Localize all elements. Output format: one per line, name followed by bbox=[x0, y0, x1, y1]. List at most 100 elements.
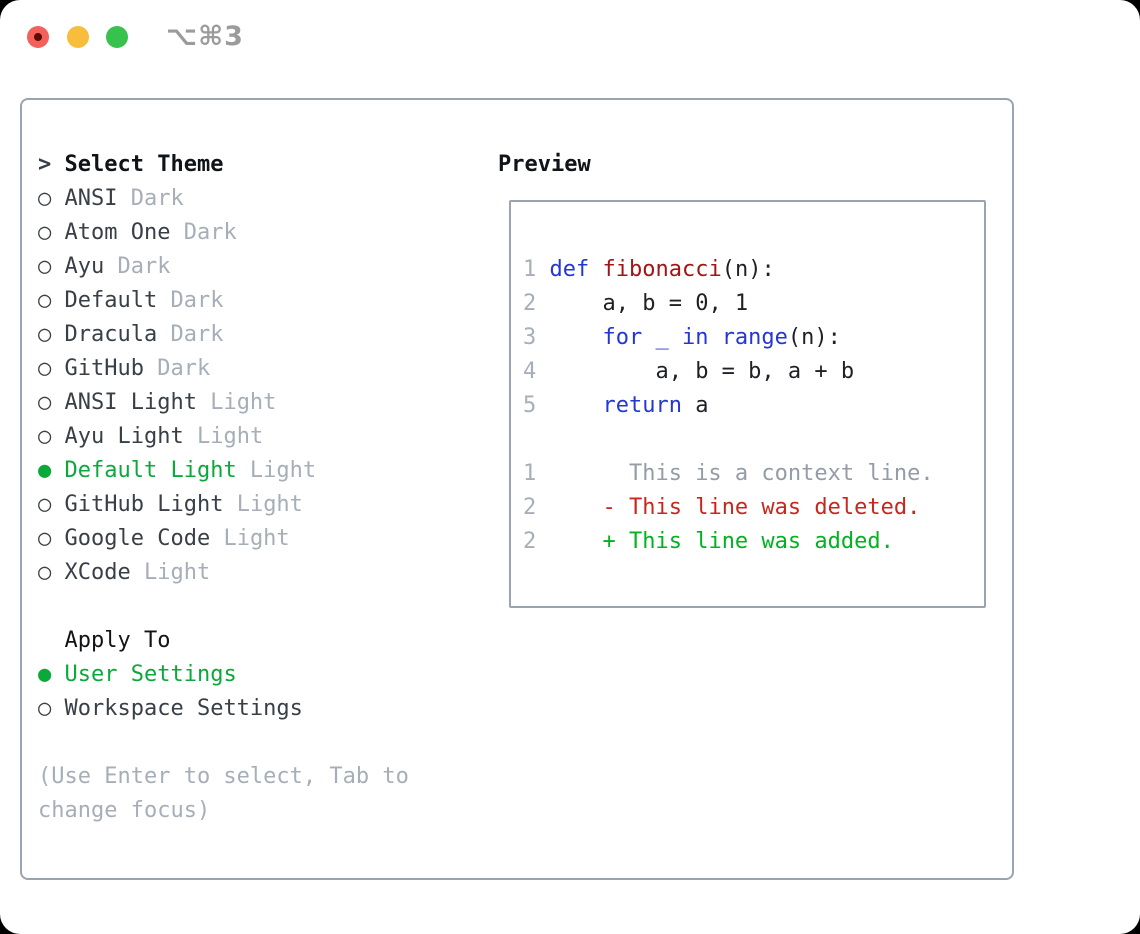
theme-variant-label: Light bbox=[183, 424, 264, 449]
spacer-row bbox=[38, 590, 409, 624]
theme-variant-label: Dark bbox=[117, 186, 184, 211]
theme-variant-label: Dark bbox=[104, 254, 171, 279]
radio-unselected-icon: ○ bbox=[38, 526, 65, 551]
apply-to-option[interactable]: ● User Settings bbox=[38, 658, 409, 692]
code-token bbox=[536, 529, 602, 554]
radio-unselected-icon: ○ bbox=[38, 254, 65, 279]
apply-option-label: Workspace Settings bbox=[64, 696, 303, 721]
theme-list-title: Select Theme bbox=[64, 152, 224, 177]
code-token: 2 bbox=[523, 291, 550, 316]
code-token: a, b = 0, 1 bbox=[549, 291, 749, 316]
minimize-button[interactable] bbox=[67, 26, 89, 48]
theme-option[interactable]: ○ Ayu Light Light bbox=[38, 420, 409, 454]
radio-selected-icon: ● bbox=[38, 662, 65, 687]
code-line: 1 def fibonacci(n): bbox=[523, 253, 984, 287]
apply-to-option[interactable]: ○ Workspace Settings bbox=[38, 692, 409, 726]
radio-unselected-icon: ○ bbox=[38, 322, 65, 347]
radio-unselected-icon: ○ bbox=[38, 492, 65, 517]
radio-unselected-icon: ○ bbox=[38, 560, 65, 585]
theme-list-header: > Select Theme bbox=[38, 148, 409, 182]
theme-list: > Select Theme ○ ANSI Dark○ Atom One Dar… bbox=[38, 148, 409, 828]
theme-option[interactable]: ● Default Light Light bbox=[38, 454, 409, 488]
focus-caret-icon: > bbox=[38, 152, 52, 177]
theme-option[interactable]: ○ Default Dark bbox=[38, 284, 409, 318]
theme-name: Ayu bbox=[64, 254, 105, 279]
code-line: 2 - This line was deleted. bbox=[523, 491, 984, 525]
code-line: 2 + This line was added. bbox=[523, 525, 984, 559]
theme-variant-label: Dark bbox=[157, 288, 224, 313]
code-line: 2 a, b = 0, 1 bbox=[523, 287, 984, 321]
theme-option[interactable]: ○ Dracula Dark bbox=[38, 318, 409, 352]
code-blank-line bbox=[523, 423, 984, 457]
theme-name: Atom One bbox=[64, 220, 171, 245]
code-token: a, b = b, a + b bbox=[549, 359, 855, 384]
theme-option[interactable]: ○ GitHub Light Light bbox=[38, 488, 409, 522]
theme-variant-label: Light bbox=[236, 458, 317, 483]
titlebar: ⌥⌘3 bbox=[0, 0, 1140, 74]
code-token bbox=[550, 325, 603, 350]
radio-selected-icon: ● bbox=[38, 458, 65, 483]
theme-option[interactable]: ○ ANSI Dark bbox=[38, 182, 409, 216]
code-token: for _ in range bbox=[602, 325, 788, 350]
code-token: def bbox=[549, 257, 590, 282]
theme-option[interactable]: ○ Atom One Dark bbox=[38, 216, 409, 250]
theme-variant-label: Dark bbox=[170, 220, 237, 245]
code-token: This is a context line. bbox=[536, 461, 934, 486]
theme-name: GitHub Light bbox=[64, 492, 224, 517]
theme-name: ANSI bbox=[64, 186, 118, 211]
code-token: fibonacci bbox=[602, 257, 722, 282]
code-token: - This line was deleted. bbox=[602, 495, 921, 520]
code-token: 2 bbox=[523, 495, 537, 520]
code-token: 1 bbox=[523, 461, 537, 486]
code-token: (n): bbox=[787, 325, 841, 350]
radio-unselected-icon: ○ bbox=[38, 390, 65, 415]
hint-text-line2: change focus) bbox=[38, 798, 211, 823]
code-token bbox=[536, 495, 602, 520]
apply-to-header: Apply To bbox=[38, 624, 409, 658]
theme-variant-label: Dark bbox=[157, 322, 224, 347]
code-token: return bbox=[602, 393, 682, 418]
radio-unselected-icon: ○ bbox=[38, 356, 65, 381]
code-token: 2 bbox=[523, 529, 537, 554]
radio-unselected-icon: ○ bbox=[38, 186, 65, 211]
maximize-button[interactable] bbox=[106, 26, 128, 48]
code-token: 3 bbox=[523, 325, 550, 350]
theme-option[interactable]: ○ XCode Light bbox=[38, 556, 409, 590]
theme-option[interactable]: ○ GitHub Dark bbox=[38, 352, 409, 386]
code-token: (n): bbox=[721, 257, 775, 282]
theme-name: Default Light bbox=[64, 458, 237, 483]
code-token: 1 bbox=[523, 257, 550, 282]
theme-name: XCode bbox=[64, 560, 131, 585]
code-token bbox=[589, 257, 602, 282]
radio-unselected-icon: ○ bbox=[38, 220, 65, 245]
code-token bbox=[550, 393, 603, 418]
close-button[interactable] bbox=[27, 26, 49, 48]
theme-variant-label: Dark bbox=[143, 356, 211, 381]
code-token: 4 bbox=[523, 359, 550, 384]
code-token: + This line was added. bbox=[602, 529, 894, 554]
hint-text-line1: (Use Enter to select, Tab to bbox=[38, 764, 409, 789]
theme-name: Ayu Light bbox=[64, 424, 184, 449]
theme-options: ○ ANSI Dark○ Atom One Dark○ Ayu Dark○ De… bbox=[38, 182, 409, 590]
radio-unselected-icon: ○ bbox=[38, 424, 65, 449]
theme-option[interactable]: ○ Ayu Dark bbox=[38, 250, 409, 284]
theme-name: ANSI Light bbox=[64, 390, 197, 415]
code-line: 1 This is a context line. bbox=[523, 457, 984, 491]
theme-name: Default bbox=[64, 288, 158, 313]
code-token: a bbox=[681, 393, 709, 418]
preview-title: Preview bbox=[498, 152, 591, 177]
theme-option[interactable]: ○ ANSI Light Light bbox=[38, 386, 409, 420]
theme-name: Google Code bbox=[64, 526, 211, 551]
window-shortcut-label: ⌥⌘3 bbox=[166, 21, 244, 52]
theme-variant-label: Light bbox=[130, 560, 211, 585]
apply-to-options: ● User Settings○ Workspace Settings bbox=[38, 658, 409, 726]
radio-unselected-icon: ○ bbox=[38, 696, 65, 721]
code-line: 5 return a bbox=[523, 389, 984, 423]
theme-option[interactable]: ○ Google Code Light bbox=[38, 522, 409, 556]
radio-unselected-icon: ○ bbox=[38, 288, 65, 313]
theme-variant-label: Light bbox=[210, 526, 290, 551]
spacer-row bbox=[38, 726, 409, 760]
code-line: 4 a, b = b, a + b bbox=[523, 355, 984, 389]
